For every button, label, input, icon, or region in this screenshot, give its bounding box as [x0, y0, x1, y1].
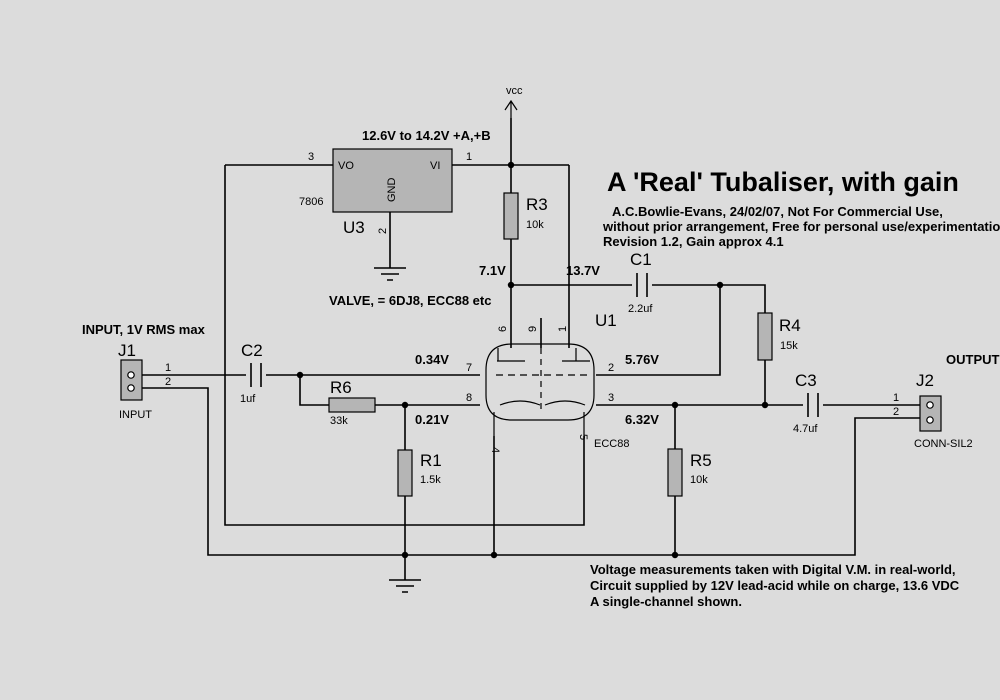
regulator-pin-vi: 1	[466, 151, 472, 163]
j2-name: CONN-SIL2	[914, 438, 973, 450]
r6-value: 33k	[330, 415, 348, 427]
credits-line-1: A.C.Bowlie-Evans, 24/02/07, Not For Comm…	[612, 204, 943, 219]
regulator-vo: VO	[338, 160, 354, 172]
valve-pin-9: 9	[527, 326, 539, 332]
resistor-r4: R4 15k	[757, 312, 801, 361]
valve-pin-3: 3	[608, 392, 614, 404]
output-connector-j2	[919, 395, 942, 432]
regulator-part: 7806	[299, 196, 323, 208]
capacitor-c3: C3 4.7uf	[793, 371, 819, 435]
c3-ref: C3	[795, 371, 817, 390]
valve-pin-7: 7	[466, 362, 472, 374]
valve-pin-1: 1	[557, 326, 569, 332]
j2-ref: J2	[916, 371, 934, 390]
voltage-0v34: 0.34V	[415, 352, 449, 367]
wires	[155, 118, 925, 580]
regulator-gnd: GND	[386, 178, 398, 203]
valve-label: VALVE, = 6DJ8, ECC88 etc	[329, 293, 491, 308]
j1-pin-1: 1	[165, 362, 171, 374]
valve-ref: U1	[595, 311, 617, 330]
vcc-arrow-icon	[504, 99, 518, 118]
resistor-r1: R1 1.5k	[397, 449, 442, 497]
r6-ref: R6	[330, 378, 352, 397]
supply-range-label: 12.6V to 14.2V +A,+B	[362, 128, 491, 143]
valve-pin-8: 8	[466, 392, 472, 404]
diagram-title: A 'Real' Tubaliser, with gain	[607, 167, 959, 197]
valve-pin-6: 6	[497, 326, 509, 332]
r5-value: 10k	[690, 474, 708, 486]
valve-pin-4: 4	[489, 447, 501, 453]
j1-name: INPUT	[119, 409, 152, 421]
input-heading: INPUT, 1V RMS max	[82, 322, 206, 337]
junction-dots	[296, 161, 769, 559]
j2-pin-2: 2	[893, 406, 899, 418]
input-connector-j1	[120, 359, 155, 401]
regulator-pin-gnd: 2	[377, 228, 389, 234]
voltage-6v32: 6.32V	[625, 412, 659, 427]
ground-icon	[374, 267, 406, 281]
regulator-pin-vo: 3	[308, 151, 314, 163]
valve-pin-5: 5	[577, 434, 589, 440]
r1-ref: R1	[420, 451, 442, 470]
c2-value: 1uf	[240, 393, 256, 405]
j2-pin-1: 1	[893, 392, 899, 404]
resistor-r3: R3 10k	[503, 192, 548, 240]
r4-value: 15k	[780, 340, 798, 352]
ground-icon	[389, 579, 421, 593]
j1-ref: J1	[118, 341, 136, 360]
regulator-u3: VO VI GND 3 1 2 7806 U3	[299, 148, 472, 237]
resistor-r5: R5 10k	[667, 448, 712, 497]
valve-part: ECC88	[594, 438, 629, 450]
r5-ref: R5	[690, 451, 712, 470]
notes-line-3: A single-channel shown.	[590, 594, 742, 609]
output-heading: OUTPUT	[946, 352, 1000, 367]
voltage-7v1: 7.1V	[479, 263, 506, 278]
c1-ref: C1	[630, 250, 652, 269]
valve-pin-2: 2	[608, 362, 614, 374]
valve-u1	[485, 343, 595, 436]
vcc-label: vcc	[506, 85, 523, 97]
c2-ref: C2	[241, 341, 263, 360]
r3-value: 10k	[526, 219, 544, 231]
credits-line-2: without prior arrangement, Free for pers…	[602, 219, 1000, 234]
r3-ref: R3	[526, 195, 548, 214]
c3-value: 4.7uf	[793, 423, 818, 435]
regulator-ref: U3	[343, 218, 365, 237]
voltage-0v21: 0.21V	[415, 412, 449, 427]
notes-line-2: Circuit supplied by 12V lead-acid while …	[590, 578, 960, 593]
c1-value: 2.2uf	[628, 303, 653, 315]
notes-line-1: Voltage measurements taken with Digital …	[590, 562, 956, 577]
credits-line-3: Revision 1.2, Gain approx 4.1	[603, 234, 784, 249]
voltage-5v76: 5.76V	[625, 352, 659, 367]
capacitor-c2: C2 1uf	[240, 341, 263, 405]
j1-pin-2: 2	[165, 376, 171, 388]
capacitor-c1: C1 2.2uf	[628, 250, 653, 315]
voltage-13v7: 13.7V	[566, 263, 600, 278]
regulator-vi: VI	[430, 160, 440, 172]
r4-ref: R4	[779, 316, 801, 335]
resistor-r6: R6 33k	[328, 378, 376, 427]
r1-value: 1.5k	[420, 474, 441, 486]
